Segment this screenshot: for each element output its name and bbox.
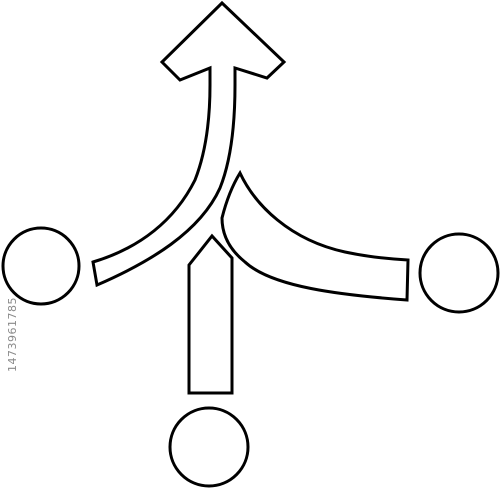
left-node-circle-icon (1, 226, 81, 306)
right-node-circle-icon (418, 232, 500, 314)
right-branch-shape (220, 169, 410, 302)
stock-id-watermark: 1473961785 (6, 297, 19, 372)
main-arrow-shape (91, 0, 287, 288)
bottom-pointer-shape (187, 233, 234, 395)
bottom-node-circle-icon (168, 406, 250, 488)
